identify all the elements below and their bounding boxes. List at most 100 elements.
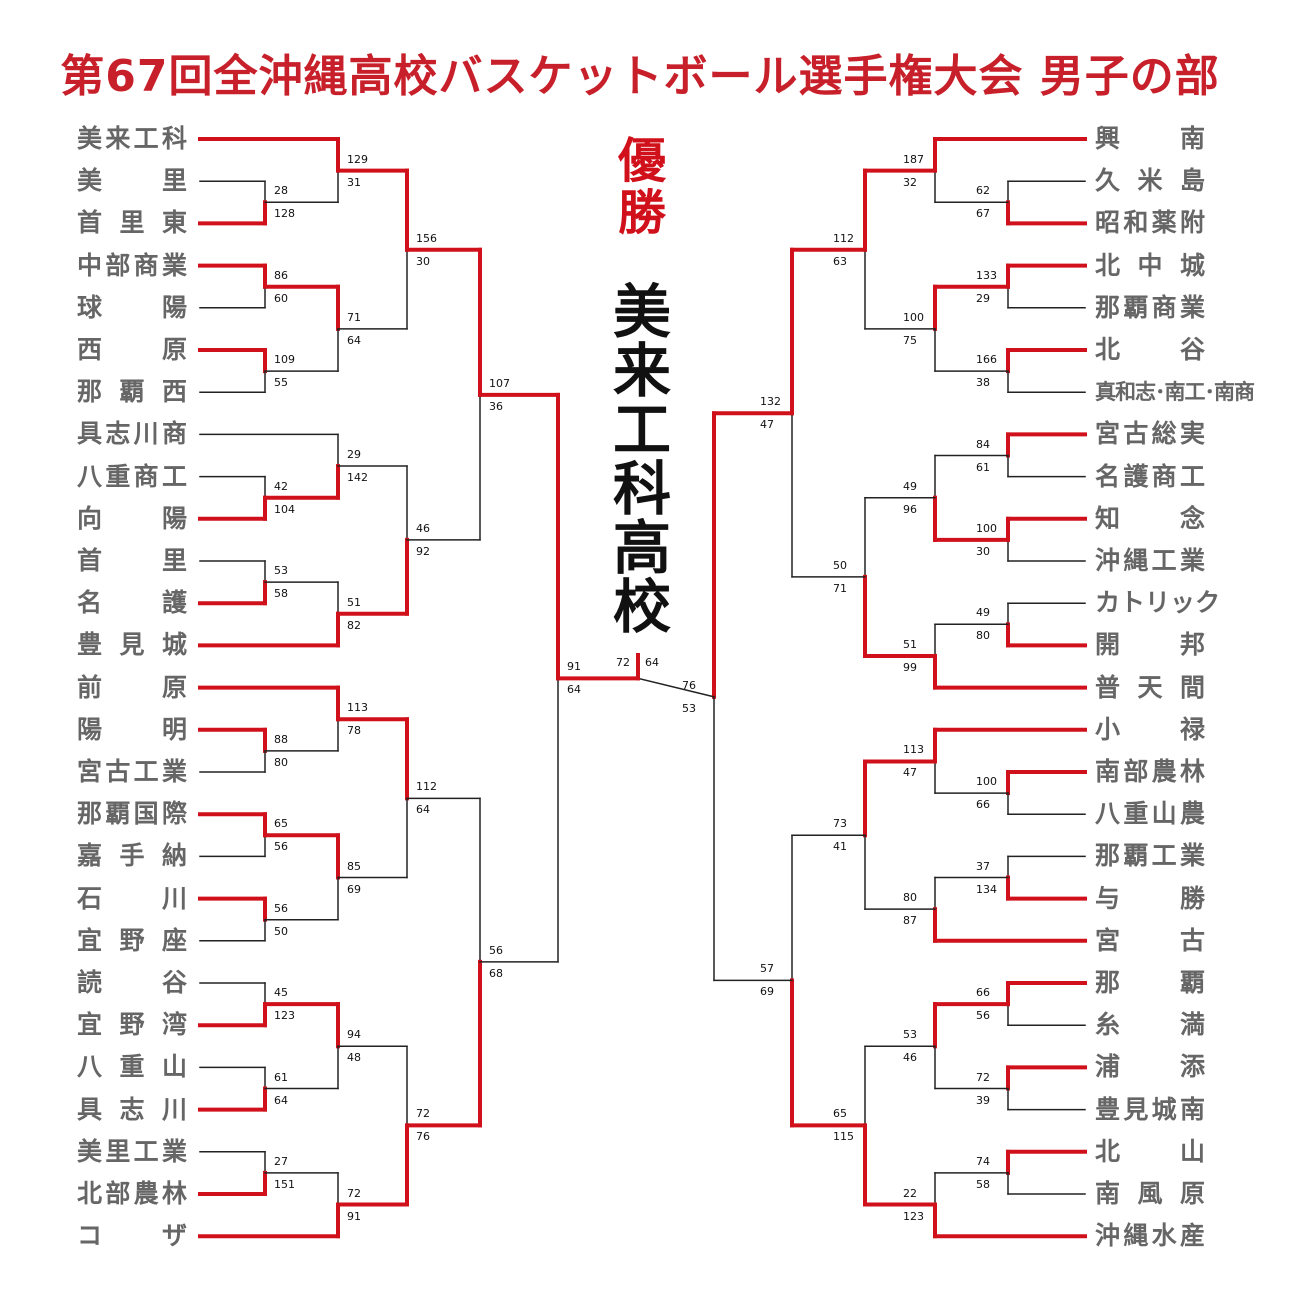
left-team: 那覇国際 [77, 799, 187, 829]
score-label: 166 [976, 353, 997, 367]
score-label: 57 [760, 962, 774, 976]
score-label: 84 [976, 437, 990, 451]
score-label: 112 [833, 231, 854, 245]
score-label: 50 [833, 558, 847, 572]
bracket-line [637, 677, 715, 698]
right-team: 八重山農 [1095, 799, 1205, 829]
score-label: 29 [976, 291, 990, 305]
score-label: 64 [347, 333, 361, 347]
right-team: 与 勝 [1095, 883, 1205, 913]
score-label: 107 [489, 376, 510, 390]
right-team: 北中城 [1095, 250, 1205, 280]
score-label: 94 [347, 1028, 361, 1042]
score-label: 31 [347, 175, 361, 189]
score-label: 68 [489, 966, 503, 980]
score-label: 30 [416, 254, 430, 268]
score-label: 132 [760, 395, 781, 409]
score-label: 76 [416, 1130, 430, 1144]
right-team: 開 邦 [1095, 630, 1205, 660]
score-label: 67 [976, 207, 990, 221]
left-team: 名 護 [77, 588, 187, 618]
page-title: 第67回全沖縄高校バスケットボール選手権大会 男子の部 [60, 51, 1220, 102]
score-label: 80 [274, 755, 288, 769]
score-label: 71 [833, 581, 847, 595]
left-team: 美 里 [77, 166, 187, 196]
right-team: 南風原 [1095, 1179, 1205, 1208]
score-label: 61 [274, 1070, 288, 1084]
score-label: 128 [274, 207, 295, 221]
score-label: 123 [274, 1009, 295, 1023]
left-team: 具志川商 [77, 419, 187, 449]
score-label: 56 [274, 901, 288, 915]
left-team: 首 里 [77, 546, 187, 575]
left-team: 那覇西 [77, 377, 187, 407]
score-label: 32 [903, 175, 917, 189]
left-team: 石 川 [77, 883, 187, 913]
score-label: 187 [903, 152, 924, 166]
score-label: 123 [903, 1209, 924, 1223]
score-label: 47 [760, 418, 774, 432]
score-label: 72 [347, 1186, 361, 1200]
score-label: 76 [682, 678, 696, 692]
score-label: 51 [347, 595, 361, 609]
score-label: 72 [976, 1070, 990, 1084]
score-label: 64 [274, 1093, 288, 1107]
score-label: 53 [682, 701, 696, 715]
score-label: 134 [976, 882, 997, 896]
left-team: 宮古工業 [77, 757, 187, 786]
score-label: 142 [347, 471, 368, 485]
right-team: 普天間 [1095, 672, 1205, 702]
score-label: 133 [976, 268, 997, 282]
score-label: 62 [976, 184, 990, 198]
score-label: 71 [347, 310, 361, 324]
champion-name: 美来工科高校 [612, 278, 671, 641]
right-team: 豊見城南 [1095, 1094, 1205, 1124]
score-label: 104 [274, 502, 295, 516]
score-label: 53 [903, 1028, 917, 1042]
left-team: 首里東 [77, 208, 187, 238]
score-label: 46 [416, 521, 430, 535]
score-label: 100 [976, 775, 997, 789]
score-label: 91 [567, 660, 581, 674]
score-label: 100 [903, 310, 924, 324]
score-label: 109 [274, 353, 295, 367]
score-label: 58 [976, 1177, 990, 1191]
right-team: 昭和薬附 [1095, 208, 1205, 238]
left-team: 具志川 [77, 1094, 187, 1124]
score-label: 91 [347, 1209, 361, 1223]
score-label: 45 [274, 986, 288, 1000]
score-label: 112 [416, 780, 437, 794]
score-label: 129 [347, 152, 368, 166]
score-label: 151 [274, 1177, 295, 1191]
right-team: カトリック [1095, 588, 1221, 618]
score-label: 50 [274, 924, 288, 938]
score-label: 69 [347, 882, 361, 896]
left-team: 宜野湾 [77, 1010, 187, 1040]
right-team: 北 谷 [1095, 335, 1205, 364]
left-team: コ ザ [77, 1221, 187, 1251]
score-label: 36 [489, 399, 503, 413]
score-label: 75 [903, 333, 917, 347]
left-team: 陽 明 [77, 714, 187, 744]
score-label: 65 [833, 1107, 847, 1121]
score-label: 51 [903, 637, 917, 651]
right-team: 小 禄 [1095, 714, 1205, 744]
score-label: 28 [274, 184, 288, 198]
score-label: 72 [616, 656, 630, 670]
score-label: 88 [274, 732, 288, 746]
score-label: 55 [274, 376, 288, 390]
score-label: 92 [416, 544, 430, 558]
score-label: 22 [903, 1186, 917, 1200]
right-team: 興 南 [1095, 124, 1205, 153]
score-label: 80 [903, 891, 917, 905]
score-label: 82 [347, 618, 361, 632]
score-label: 37 [976, 859, 990, 873]
score-label: 46 [903, 1051, 917, 1065]
left-team: 八重商工 [77, 461, 187, 491]
score-label: 73 [833, 817, 847, 831]
score-label: 69 [760, 985, 774, 999]
right-team: 浦 添 [1095, 1052, 1205, 1082]
right-team: 名護商工 [1095, 461, 1205, 491]
right-team: 南部農林 [1095, 757, 1205, 786]
